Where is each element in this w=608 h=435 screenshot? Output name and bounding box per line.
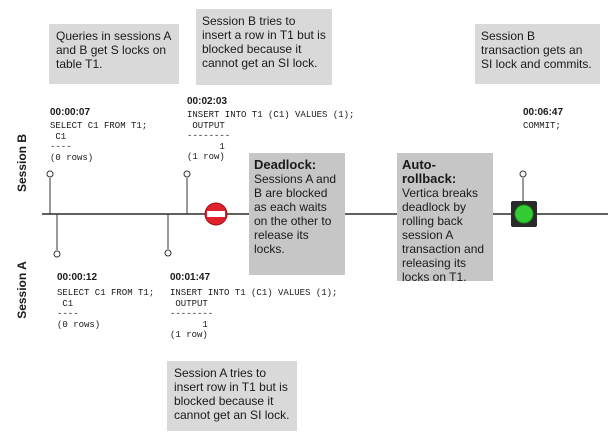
autorollback-body: Vertica breaks deadlock by rolling back … — [402, 186, 485, 284]
event-a1-time: 00:00:12 — [57, 272, 98, 283]
pin-b2 — [183, 170, 191, 214]
note-a-blocked: Session A tries to insert row in T1 but … — [167, 361, 297, 431]
pin-a1 — [53, 214, 61, 258]
note-queries-s-locks: Queries in sessions A and B get S locks … — [49, 24, 179, 84]
green-light-icon — [511, 201, 537, 227]
lane-label-session-b: Session B — [15, 133, 29, 193]
event-a2-time: 00:01:47 — [170, 272, 211, 283]
event-b1-time: 00:00:07 — [50, 107, 91, 118]
event-a2-code: INSERT INTO T1 (C1) VALUES (1); OUTPUT -… — [170, 288, 338, 340]
event-b2-time: 00:02:03 — [187, 96, 228, 107]
lane-label-session-a: Session A — [15, 261, 29, 319]
no-entry-icon — [204, 202, 228, 226]
event-b2-code: INSERT INTO T1 (C1) VALUES (1); OUTPUT -… — [187, 110, 355, 162]
note-b-commits: Session B transaction gets an SI lock an… — [475, 24, 600, 84]
event-a1-code: SELECT C1 FROM T1; C1 ---- (0 rows) — [57, 288, 155, 330]
pin-b1 — [46, 170, 54, 214]
event-b3-time: 00:06:47 — [523, 107, 564, 118]
pin-a2 — [164, 214, 172, 257]
event-b1-code: SELECT C1 FROM T1; C1 ---- (0 rows) — [50, 121, 148, 163]
deadlock-title: Deadlock: — [254, 157, 317, 172]
event-b3-code: COMMIT; — [523, 121, 561, 131]
note-b-blocked: Session B tries to insert a row in T1 bu… — [196, 9, 332, 85]
note-deadlock: Deadlock: Sessions A and B are blocked a… — [249, 153, 345, 275]
deadlock-body: Sessions A and B are blocked as each wai… — [254, 172, 337, 256]
autorollback-title: Auto-rollback: — [402, 157, 457, 186]
note-autorollback: Auto-rollback: Vertica breaks deadlock b… — [397, 153, 493, 284]
